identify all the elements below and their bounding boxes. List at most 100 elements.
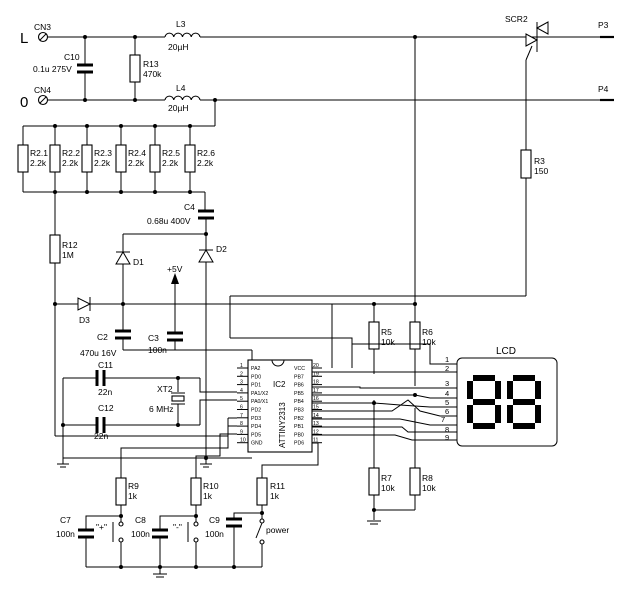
r11-ref: R11: [270, 481, 285, 491]
resistor-r10: [190, 477, 202, 522]
r3-value: 150: [534, 166, 548, 176]
r8-ref: R8: [422, 473, 433, 483]
lcd-pin-8: 8: [445, 425, 449, 434]
r12-value: 1M: [62, 250, 74, 260]
ic-pin-name: PD2: [251, 408, 261, 414]
resistor-r13: [129, 37, 141, 100]
lcd-pin-6: 6: [445, 407, 449, 416]
ic-ref: IC2: [273, 380, 286, 389]
c7-ref: C7: [60, 515, 71, 525]
ic-pin-number: 13: [313, 421, 319, 427]
c2-value: 470u 16V: [80, 348, 117, 358]
ic-pin-number: 5: [240, 396, 243, 402]
r2-1-value: 2.2k: [30, 158, 47, 168]
resistor-r12: [49, 234, 61, 436]
r2-4-ref: R2.4: [128, 148, 146, 158]
supply-label: +5V: [167, 264, 183, 274]
ic-pin-number: 4: [240, 388, 243, 394]
r7-ref: R7: [381, 473, 392, 483]
terminal-cn4: [37, 94, 49, 106]
r11-value: 1k: [270, 491, 280, 501]
triac-scr2: [525, 21, 549, 150]
ic-pin-number: 20: [313, 363, 319, 369]
ic-pin-number: 19: [313, 371, 319, 377]
capacitor-c10: [77, 37, 93, 100]
c11-value: 22n: [98, 387, 112, 397]
c9-ref: C9: [209, 515, 220, 525]
ic-pin-name: PD1: [251, 383, 261, 389]
ic-pin-name: PB3: [294, 408, 304, 414]
switch-power: [255, 518, 265, 567]
d1-ref: D1: [133, 257, 144, 267]
button-minus-label: "-": [173, 522, 182, 532]
r2-3-value: 2.2k: [94, 158, 111, 168]
ic-pin-number: 10: [240, 438, 246, 444]
inductor-l3: [164, 32, 201, 38]
r2-1-ref: R2.1: [30, 148, 48, 158]
lcd-pin-9: 9: [445, 433, 449, 442]
ic-pin-name: PD0: [251, 374, 261, 380]
ic-pin-name: PD3: [251, 416, 261, 422]
ground-main: [57, 458, 69, 468]
r2-6-value: 2.2k: [197, 158, 214, 168]
ground-r7: [367, 520, 381, 525]
ic-pin-number: 2: [240, 371, 243, 377]
ic-pin-number: 16: [313, 396, 319, 402]
r9-ref: R9: [128, 481, 139, 491]
c9-value: 100n: [205, 529, 224, 539]
lcd-title: LCD: [496, 346, 516, 357]
lcd-pin-4: 4: [445, 389, 449, 398]
lcd-pin-3: 3: [445, 379, 449, 388]
r2-2-value: 2.2k: [62, 158, 79, 168]
capacitor-c2: [115, 329, 131, 350]
c8-value: 100n: [131, 529, 150, 539]
ic-pin-number: 1: [240, 363, 243, 369]
label-p3: P3: [598, 20, 609, 30]
resistor-bank: [17, 126, 196, 192]
r10-value: 1k: [203, 491, 213, 501]
label-cn4: CN4: [34, 85, 51, 95]
ic-pin-number: 9: [240, 429, 243, 435]
ground-buttons: [153, 567, 167, 578]
resistor-r8: [374, 408, 421, 511]
c2-ref: C2: [97, 332, 108, 342]
ic-pin-number: 3: [240, 380, 243, 386]
xt2-value: 6 MHz: [149, 404, 174, 414]
label-cn3: CN3: [34, 22, 51, 32]
ic-pin-name: PB4: [294, 399, 304, 405]
diode-d3: [55, 297, 333, 368]
r2-3-ref: R2.3: [94, 148, 112, 158]
ic-pin-number: 15: [313, 405, 319, 411]
lcd-pin-2: 2: [445, 364, 449, 373]
capacitor-c9: [226, 517, 242, 567]
c4-ref: C4: [184, 202, 195, 212]
d3-ref: D3: [79, 315, 90, 325]
lcd-pin-1: 1: [445, 355, 449, 364]
r13-ref: R13: [143, 59, 159, 69]
r6-value: 10k: [422, 337, 436, 347]
resistor-r3: [229, 149, 532, 368]
ic-pin-name: PB0: [294, 432, 304, 438]
ic-pin-number: 18: [313, 380, 319, 386]
capacitor-c7: [78, 528, 94, 567]
resistor-r6: [409, 321, 421, 386]
ic-pin-name: PA1/X2: [251, 391, 268, 397]
ic-pin-name: PA2: [251, 366, 261, 372]
resistor-r5: [368, 304, 380, 374]
ic-pin-name: PB7: [294, 374, 304, 380]
r2-2-ref: R2.2: [62, 148, 80, 158]
ic-pin-name: PB2: [294, 416, 304, 422]
ic-pin-name: PD5: [251, 432, 261, 438]
d2-ref: D2: [216, 244, 227, 254]
r2-5-ref: R2.5: [162, 148, 180, 158]
scr2-ref: SCR2: [505, 14, 528, 24]
